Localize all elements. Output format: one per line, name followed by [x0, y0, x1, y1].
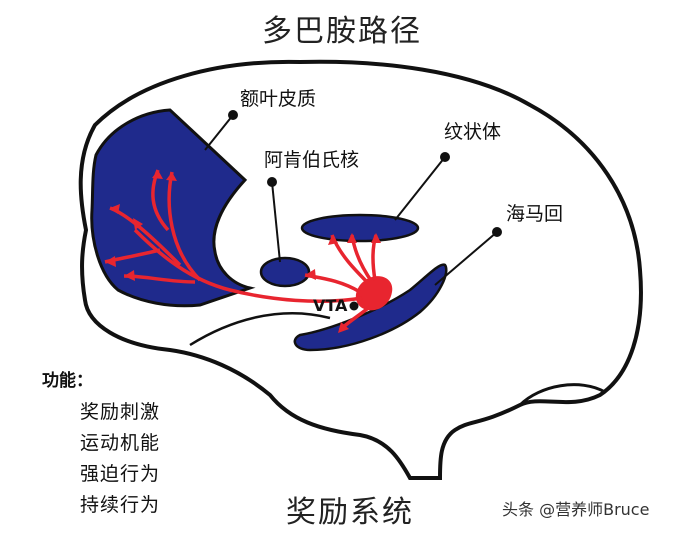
diagram-title: 多巴胺路径 [262, 14, 422, 49]
sulcus-line [189, 312, 331, 347]
label-nucleus-accumbens: 阿肯伯氏核 [264, 149, 360, 171]
arrowhead [110, 204, 120, 214]
function-item: 奖励刺激 [80, 401, 161, 423]
label-leaders [204, 110, 502, 286]
arrowhead [133, 218, 143, 230]
arrowhead [338, 322, 349, 333]
vta-dot [349, 301, 359, 311]
leader-dot-striatum [440, 152, 450, 162]
pathway-arrowheads [105, 170, 381, 333]
label-vta: VTA [313, 296, 348, 315]
label-prefrontal-cortex: 额叶皮质 [240, 88, 317, 110]
function-item: 持续行为 [80, 494, 161, 516]
arrowhead [105, 256, 116, 267]
arrowhead [305, 269, 316, 280]
leader-dot-nac [267, 177, 277, 187]
leader-striatum [394, 156, 446, 221]
arrowhead [371, 233, 381, 243]
leader-nac [271, 181, 281, 263]
watermark: 头条 @营养师Bruce [502, 500, 650, 519]
nucleus-accumbens-region [259, 256, 311, 288]
leader-pfc [204, 114, 234, 151]
function-item: 强迫行为 [80, 463, 161, 485]
mesocortical-branch-1 [167, 171, 202, 282]
arrowhead [347, 233, 357, 243]
mesocortical-pathway [133, 228, 363, 304]
cerebellum-outline [518, 383, 606, 407]
striatum-region [300, 213, 420, 243]
label-hippocampus: 海马回 [506, 203, 564, 225]
vta-region [355, 276, 393, 311]
functions-heading: 功能： [42, 371, 93, 391]
label-striatum: 纹状体 [444, 121, 502, 143]
arrowhead [152, 170, 163, 179]
system-title: 奖励系统 [286, 495, 414, 530]
leader-dot-hippocampus [492, 227, 502, 237]
arrowhead [124, 270, 135, 281]
arrowhead [166, 172, 177, 181]
arrowhead [328, 235, 338, 245]
leader-hippocampus [434, 231, 498, 286]
leader-dot-pfc [228, 110, 238, 120]
function-item: 运动机能 [80, 432, 161, 454]
